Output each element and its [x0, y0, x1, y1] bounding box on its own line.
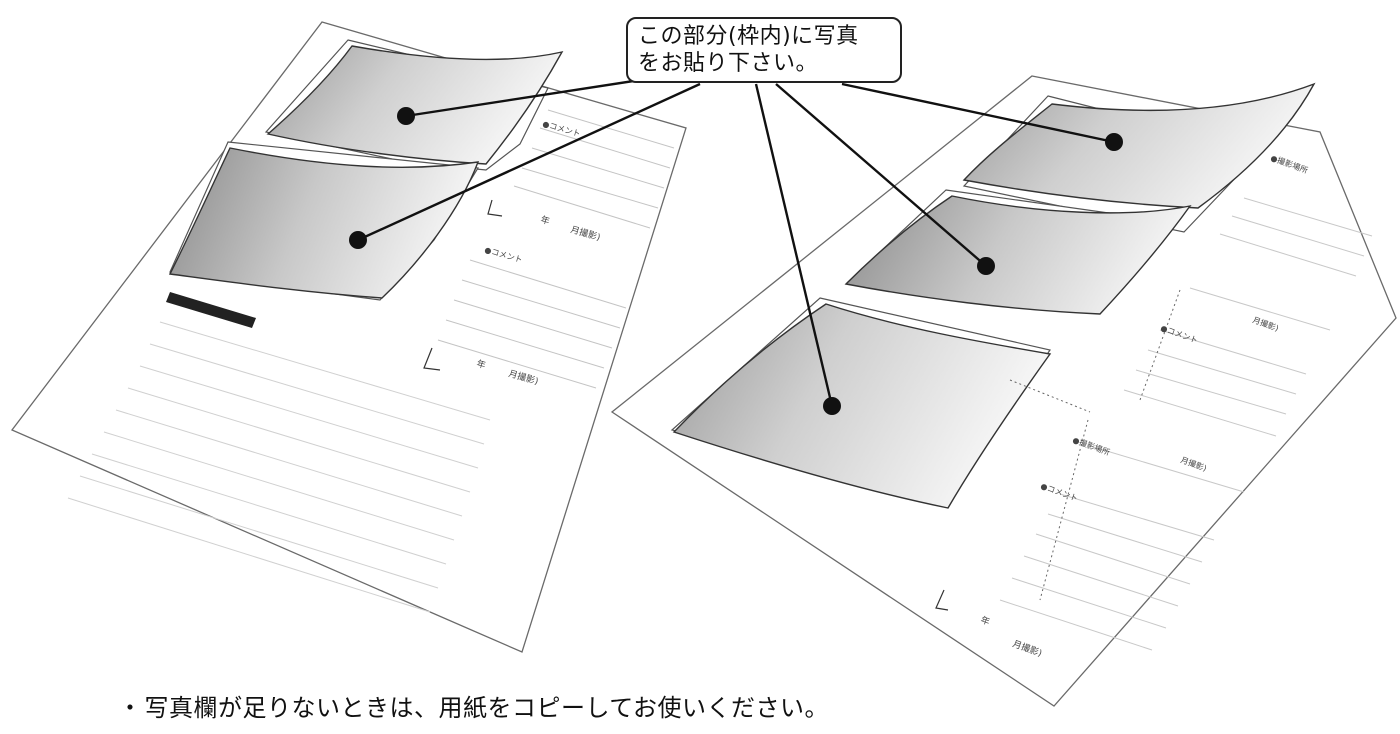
right-dotted-guides: [1009, 289, 1181, 601]
right-photo-middle: [844, 189, 1192, 315]
footer-note: ・写真欄が足りないときは、用紙をコピーしてお使いください。: [118, 688, 1018, 723]
right-photo-top: [962, 82, 1316, 233]
leader-lines: [357, 78, 1115, 407]
left-year-1: 年: [539, 213, 551, 227]
footer-text: 写真欄が足りないときは、用紙をコピーしてお使いください。: [144, 694, 830, 722]
left-sheet: 年 月撮影) ●コメント ●コメント 年 月撮影): [10, 21, 687, 653]
right-form-lines: [999, 197, 1373, 651]
footer-bullet: ・: [118, 694, 143, 722]
leader-line-right-top: [841, 82, 1115, 144]
instruction-callout: この部分(枠内)に写真 をお貼り下さい。: [626, 17, 902, 83]
target-dots: [349, 107, 1123, 415]
target-dot-right-bottom: [823, 397, 841, 415]
left-photo-top: [264, 39, 564, 171]
leader-line-left-bottom: [357, 82, 701, 242]
callout-line-2: をお貼り下さい。: [638, 51, 819, 76]
left-photo-bottom: [168, 141, 480, 301]
callout-line-1: この部分(枠内)に写真: [638, 24, 859, 49]
leader-line-right-bottom: [754, 83, 834, 407]
target-dot-left-bottom: [349, 231, 367, 249]
target-dot-left-top: [397, 107, 415, 125]
left-year-2: 年: [475, 357, 487, 371]
right-sheet: ●撮影場所 月撮影) ●コメント ●撮影場所 月撮影) ●コメント 年 月撮影): [610, 75, 1397, 707]
leader-line-left-top: [405, 78, 641, 118]
left-section-bar: [166, 292, 256, 328]
leader-line-right-middle: [775, 83, 987, 267]
target-dot-right-middle: [977, 257, 995, 275]
right-photo-bottom: [670, 297, 1052, 509]
left-writing-lines: [67, 321, 491, 613]
left-form-lines: [437, 109, 675, 389]
right-year-3: 年: [979, 614, 992, 628]
target-dot-right-top: [1105, 133, 1123, 151]
